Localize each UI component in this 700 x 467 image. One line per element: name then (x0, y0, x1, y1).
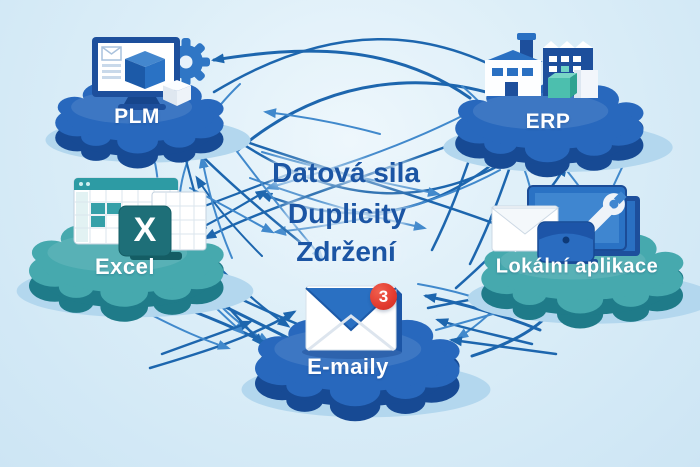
local-apps-icon (490, 185, 640, 264)
node-excel-label: Excel (95, 254, 155, 279)
unread-count-badge: 3 (370, 283, 397, 310)
node-plm-label: PLM (114, 105, 160, 128)
small-cube-icon (163, 80, 191, 106)
3d-cube-icon (125, 51, 165, 89)
erp-cloud-platform (443, 82, 673, 178)
plm-icon (92, 37, 210, 110)
node-local-apps-label: Lokální aplikace (495, 255, 659, 278)
node-emails-label: E-maily (307, 354, 389, 379)
center-text-zdrzeni: Zdržení (296, 236, 396, 267)
erp-factory-icon (483, 33, 598, 98)
briefcase-icon (537, 221, 595, 263)
center-text-duplicity: Duplicity (287, 198, 407, 229)
center-text-datova-sila: Datová sila (272, 157, 420, 188)
node-erp-label: ERP (525, 110, 571, 133)
emails-cloud-platform (241, 316, 491, 422)
excel-x-glyph: X (134, 211, 157, 249)
excel-spreadsheet-icon: X (73, 177, 207, 260)
